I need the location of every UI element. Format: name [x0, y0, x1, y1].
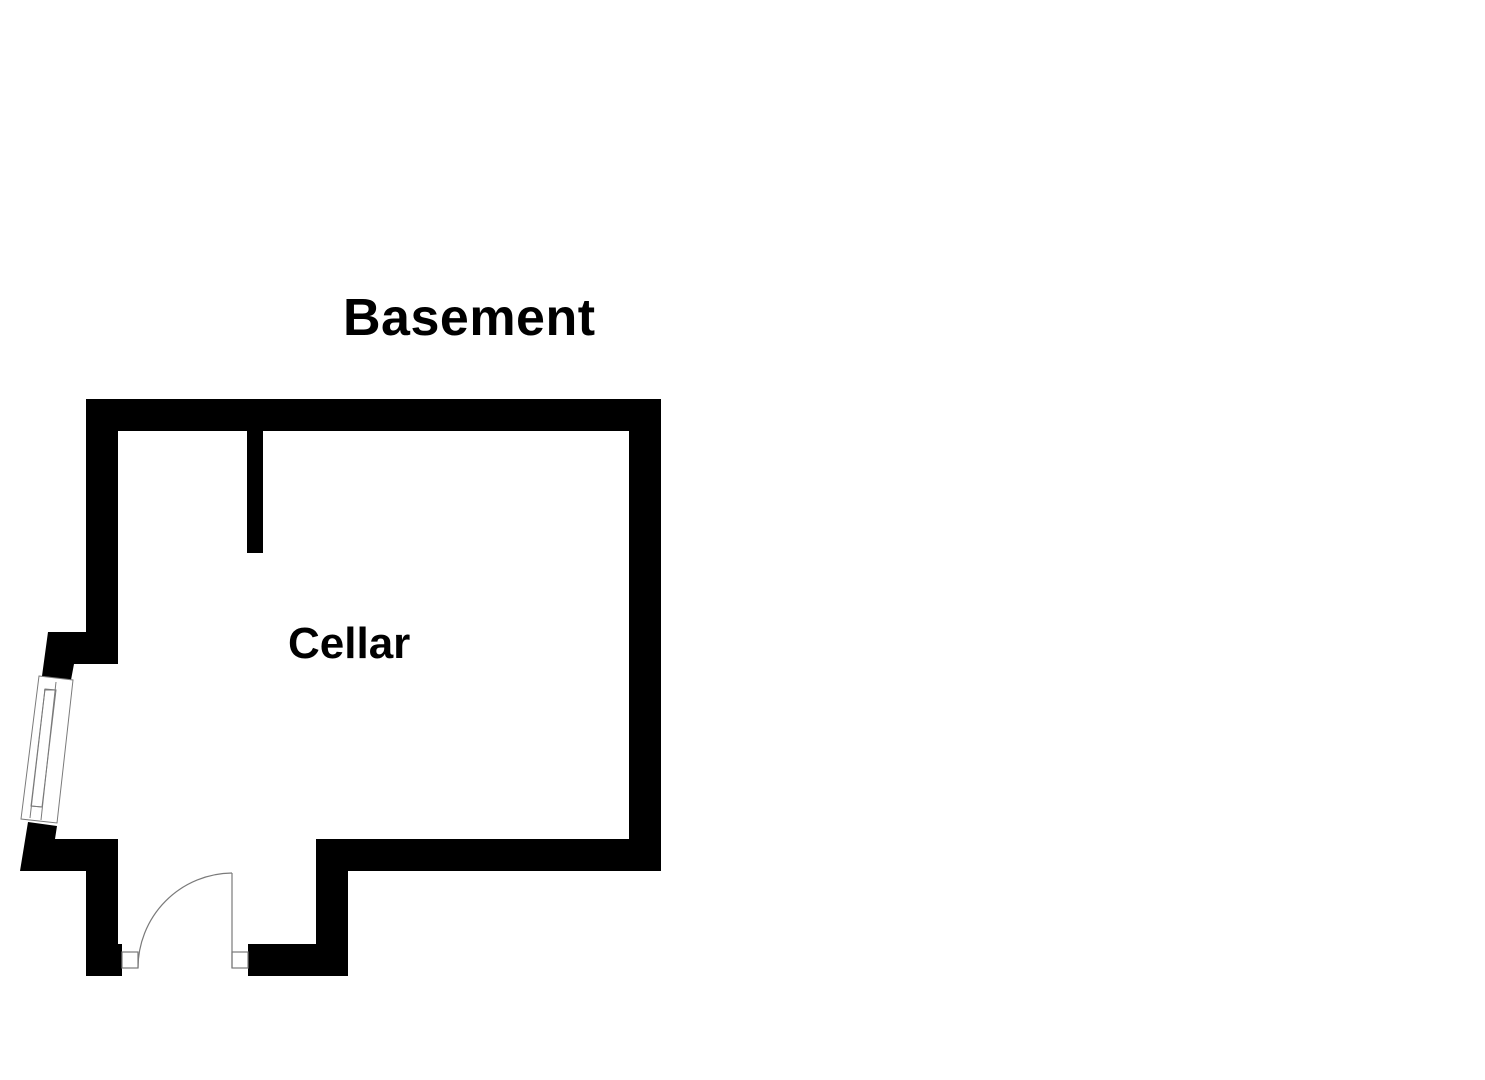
partition-wall [247, 431, 263, 553]
wall-window-upper-jamb [42, 632, 118, 680]
wall-right [629, 399, 661, 871]
door-swing-icon [121, 872, 249, 969]
room-label-cellar: Cellar [288, 619, 411, 668]
wall-door-jamb-right [248, 944, 348, 976]
wall-door-jamb-left [86, 944, 122, 976]
wall-bottom-right [316, 839, 661, 871]
wall-left-upper [86, 399, 118, 664]
floor-title: Basement [343, 289, 596, 347]
walls [20, 399, 661, 976]
wall-top [86, 399, 661, 431]
window-icon [20, 675, 74, 824]
